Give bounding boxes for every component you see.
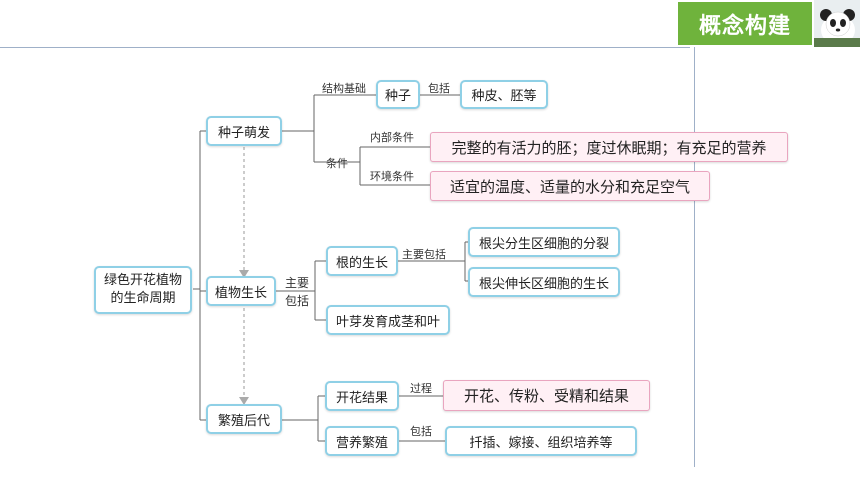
root-node: 绿色开花植物的生命周期 [94,266,192,314]
panda-icon [814,0,860,47]
internal-conditions-node: 完整的有活力的胚；度过休眠期；有充足的营养 [430,132,788,162]
seed-node: 种子 [376,80,420,109]
section-badge: 概念构建 [676,0,814,47]
label-internal-conditions: 内部条件 [370,131,414,144]
right-divider [694,47,695,467]
vegetative-propagation-node: 营养繁殖 [325,426,399,456]
seed-parts-node: 种皮、胚等 [460,80,548,109]
label-process: 过程 [410,382,432,395]
root-growth-node: 根的生长 [326,246,398,276]
label-environment-conditions: 环境条件 [370,170,414,183]
label-structure-basis: 结构基础 [322,82,366,95]
stage-plant-growth: 植物生长 [206,276,276,306]
bud-development-node: 叶芽发育成茎和叶 [326,305,450,335]
flowering-fruiting-node: 开花结果 [325,381,399,411]
label-conditions: 条件 [326,157,348,170]
label-main-include: 主要包括 [285,274,311,310]
environment-conditions-node: 适宜的温度、适量的水分和充足空气 [430,171,710,201]
vegetative-methods-node: 扦插、嫁接、组织培养等 [445,426,637,456]
root-item-division: 根尖分生区细胞的分裂 [468,227,620,257]
label-include-seed: 包括 [428,82,450,95]
label-root-include: 主要包括 [402,248,446,261]
process-node: 开花、传粉、受精和结果 [443,380,650,411]
label-include-vegetative: 包括 [410,425,432,438]
label-main-include-text: 主要包括 [285,276,310,308]
stage-reproduction: 繁殖后代 [206,404,282,434]
header-divider [0,47,690,48]
stage-seed-germination: 种子萌发 [206,116,282,146]
root-item-elongation: 根尖伸长区细胞的生长 [468,267,620,297]
